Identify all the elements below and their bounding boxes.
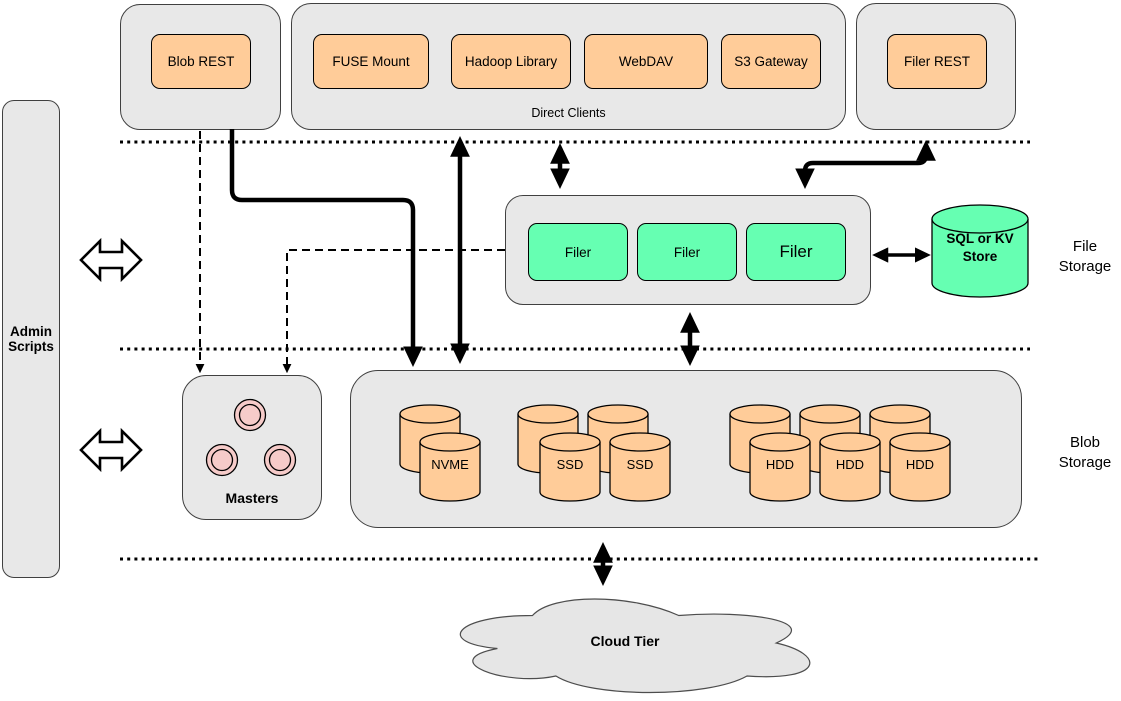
hdd-label-1: HDD <box>765 457 795 472</box>
sql-kv-store-label: SQL or KV Store <box>946 231 1014 264</box>
hdd-label-3: HDD <box>905 457 935 472</box>
admin-blob-storage-double-arrow-icon <box>79 427 143 473</box>
file-storage-section-label: File Storage <box>1058 238 1112 275</box>
direct-clients-caption: Direct Clients <box>531 106 606 120</box>
admin-file-storage-double-arrow-icon <box>79 237 143 283</box>
filer-label-3: Filer <box>779 242 813 261</box>
fuse-mount-label: FUSE Mount <box>332 54 410 69</box>
admin-scripts-label: Admin Scripts <box>8 324 54 354</box>
cloud-tier-label: Cloud Tier <box>590 633 660 649</box>
blob-rest-node: Blob REST <box>151 34 251 89</box>
s3-gateway-node: S3 Gateway <box>721 34 821 89</box>
direct-clients-container: FUSE Mount Hadoop Library WebDAV S3 Gate… <box>291 3 846 130</box>
filer-label-2: Filer <box>673 244 701 260</box>
ssd-label-1: SSD <box>556 457 584 472</box>
filer-rest-filer-arrow <box>795 140 936 189</box>
filer-label-1: Filer <box>564 244 592 260</box>
filer-to-masters-dashed-arrow <box>282 249 505 374</box>
masters-label: Masters <box>225 490 279 506</box>
filer-node-3: Filer <box>746 223 846 281</box>
filer-node-2: Filer <box>637 223 737 281</box>
hadoop-library-node: Hadoop Library <box>451 34 571 89</box>
blob-rest-to-blob-storage-arrow <box>229 129 423 367</box>
webdav-node: WebDAV <box>584 34 708 89</box>
filer-rest-label: Filer REST <box>903 54 970 69</box>
hdd-label-2: HDD <box>835 457 865 472</box>
webdav-label: WebDAV <box>618 54 674 69</box>
filer-node-1: Filer <box>528 223 628 281</box>
nvme-label: NVME <box>431 457 469 472</box>
filer-rest-container: Filer REST <box>856 3 1016 130</box>
filer-cluster-container: Filer Filer Filer <box>505 195 871 305</box>
filer-rest-node: Filer REST <box>887 34 987 89</box>
hadoop-library-label: Hadoop Library <box>464 54 558 69</box>
admin-scripts-node: Admin Scripts <box>2 100 60 578</box>
ssd-label-2: SSD <box>626 457 654 472</box>
blob-rest-container: Blob REST <box>120 4 281 130</box>
fuse-mount-node: FUSE Mount <box>313 34 429 89</box>
blob-storage-section-label: Blob Storage <box>1058 434 1112 471</box>
blob-storage-container <box>350 370 1022 528</box>
blob-rest-label: Blob REST <box>167 54 235 69</box>
s3-gateway-label: S3 Gateway <box>734 54 808 69</box>
